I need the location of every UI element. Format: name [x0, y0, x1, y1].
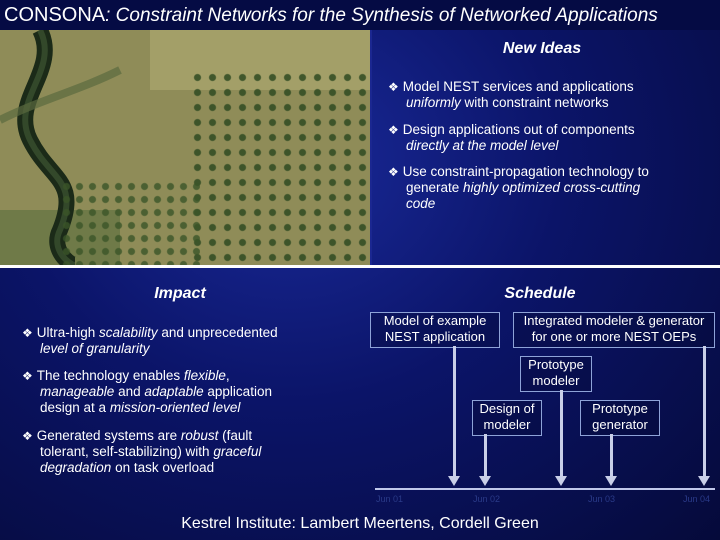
- diamond-bullet-icon: ❖: [388, 165, 399, 179]
- divider-vertical: [370, 30, 372, 265]
- title-rest: : Constraint Networks for the Synthesis …: [105, 5, 658, 26]
- diamond-bullet-icon: ❖: [22, 429, 33, 443]
- title-lead: CONSONA: [4, 4, 106, 26]
- milestone-model-of-example: Model of example NEST application: [370, 312, 500, 348]
- impact-heading: Impact: [154, 285, 206, 302]
- schedule-panel: Schedule Model of example NEST applicati…: [370, 268, 720, 516]
- schedule-timeline: [375, 488, 715, 490]
- diamond-bullet-icon: ❖: [22, 326, 33, 340]
- arrow-line-design-modeler: [484, 434, 487, 478]
- timeline-tick-label: Jun 02: [473, 494, 501, 504]
- timeline-tick-label: Jun 01: [376, 494, 404, 504]
- arrow-down-icon: [448, 476, 460, 486]
- diamond-bullet-icon: ❖: [22, 369, 33, 383]
- arrow-line-prototype-modeler: [560, 390, 563, 478]
- footer-credit: Kestrel Institute: Lambert Meertens, Cor…: [181, 515, 539, 532]
- arrow-down-icon: [698, 476, 710, 486]
- impact-bullet-2: ❖The technology enables flexible, manage…: [22, 368, 272, 415]
- new-ideas-bullet-3: ❖Use constraint-propagation technology t…: [388, 164, 649, 211]
- timeline-tick-label: Jun 03: [588, 494, 616, 504]
- diamond-bullet-icon: ❖: [388, 80, 399, 94]
- arrow-down-icon: [555, 476, 567, 486]
- new-ideas-bullet-1: ❖Model NEST services and applications un…: [388, 79, 634, 110]
- new-ideas-heading: New Ideas: [502, 40, 582, 57]
- divider-horizontal: [0, 265, 720, 268]
- arrow-line-integrated-modeler: [703, 346, 706, 478]
- impact-bullet-1: ❖Ultra-high scalability and unprecedente…: [22, 325, 278, 356]
- arrow-line-model-example: [453, 346, 456, 478]
- milestone-design-of-modeler: Design of modeler: [472, 400, 542, 436]
- impact-panel: Impact ❖Ultra-high scalability and unpre…: [0, 268, 370, 490]
- orchard-rows: [190, 70, 372, 265]
- arrow-down-icon: [479, 476, 491, 486]
- schedule-heading: Schedule: [504, 285, 576, 302]
- slide-title: CONSONA: Constraint Networks for the Syn…: [0, 0, 720, 30]
- arrow-down-icon: [605, 476, 617, 486]
- new-ideas-panel: New Ideas ❖Model NEST services and appli…: [372, 30, 720, 265]
- aerial-photo: [0, 30, 372, 265]
- orchard-rows-lower: [60, 180, 200, 265]
- timeline-tick-label: Jun 04: [683, 494, 711, 504]
- milestone-prototype-modeler: Prototype modeler: [520, 356, 592, 392]
- impact-bullet-3: ❖Generated systems are robust (fault tol…: [22, 428, 262, 475]
- new-ideas-bullet-2: ❖Design applications out of components d…: [388, 122, 635, 153]
- diamond-bullet-icon: ❖: [388, 123, 399, 137]
- arrow-line-prototype-generator: [610, 434, 613, 478]
- milestone-prototype-generator: Prototype generator: [580, 400, 660, 436]
- milestone-integrated-modeler: Integrated modeler & generator for one o…: [513, 312, 715, 348]
